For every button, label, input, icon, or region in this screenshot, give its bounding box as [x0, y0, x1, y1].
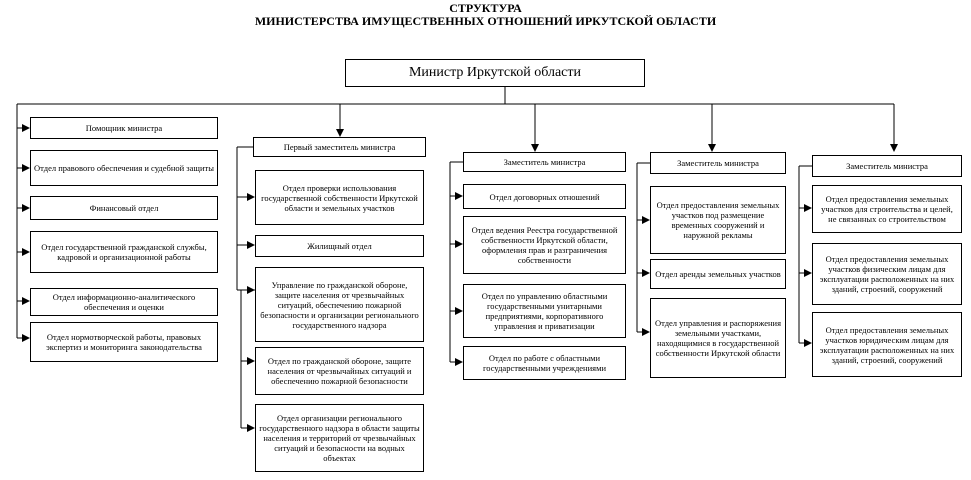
col5-label-3: Отдел предоставления земельных участков … [819, 324, 955, 365]
col1-label-4: Отдел государственной гражданской службы… [41, 242, 207, 262]
col4-label-3: Отдел управления и распоряжения земельны… [654, 318, 782, 358]
col2-label-4: Отдел по гражданской обороне, защите нас… [267, 356, 412, 386]
col3-head-box: Заместитель министра [463, 152, 626, 172]
col1-label-1: Помощник министра [85, 123, 163, 133]
col3-head-label: Заместитель министра [503, 157, 586, 167]
col3-box-1: Отдел договорных отношений [463, 184, 626, 209]
col1-box-1: Помощник министра [30, 117, 218, 139]
col1-box-3: Финансовый отдел [30, 196, 218, 220]
col4-head-label: Заместитель министра [677, 158, 759, 168]
col3-box-2: Отдел ведения Реестра государственной со… [463, 216, 626, 274]
col1-box-4: Отдел государственной гражданской службы… [30, 231, 218, 273]
col2-box-3: Управление по гражданской обороне, защит… [255, 267, 424, 342]
col4-head-box: Заместитель министра [650, 152, 786, 174]
col3-label-4: Отдел по работе с областными государстве… [483, 353, 606, 373]
col5-label-1: Отдел предоставления земельных участков … [821, 194, 953, 224]
col3-box-4: Отдел по работе с областными государстве… [463, 346, 626, 380]
col4-label-1: Отдел предоставления земельных участков … [656, 200, 780, 240]
col2-head-label: Первый заместитель министра [283, 142, 396, 152]
col3-label-1: Отдел договорных отношений [489, 191, 600, 202]
col4-box-3: Отдел управления и распоряжения земельны… [650, 298, 786, 378]
col5-box-1: Отдел предоставления земельных участков … [812, 185, 962, 233]
col1-label-3: Финансовый отдел [89, 203, 159, 213]
col2-head-box: Первый заместитель министра [253, 137, 426, 157]
minister-box: Министр Иркутской области [345, 59, 645, 87]
col1-box-6: Отдел нормотворческой работы, правовых э… [30, 322, 218, 362]
col2-label-2: Жилищный отдел [307, 241, 372, 251]
col5-head-box: Заместитель министра [812, 155, 962, 177]
col2-box-1: Отдел проверки использования государстве… [255, 170, 424, 225]
diagram-title: СТРУКТУРА МИНИСТЕРСТВА ИМУЩЕСТВЕННЫХ ОТН… [0, 2, 971, 28]
col3-label-3: Отдел по управлению областными государст… [481, 291, 608, 331]
col5-label-2: Отдел предоставления земельных участков … [819, 254, 955, 294]
col1-label-6: Отдел нормотворческой работы, правовых э… [46, 332, 202, 352]
title-line-1: СТРУКТУРА [449, 1, 522, 15]
col2-box-5: Отдел организации регионального государс… [255, 404, 424, 472]
title-line-2: МИНИСТЕРСТВА ИМУЩЕСТВЕННЫХ ОТНОШЕНИЙ ИРК… [254, 14, 717, 28]
col5-head-label: Заместитель министра [846, 161, 928, 171]
minister-label: Министр Иркутской области [408, 65, 582, 80]
col4-label-2: Отдел аренды земельных участков [655, 269, 781, 279]
col1-box-2: Отдел правового обеспечения и судебной з… [30, 150, 218, 186]
col3-box-3: Отдел по управлению областными государст… [463, 284, 626, 338]
col2-box-4: Отдел по гражданской обороне, защите нас… [255, 347, 424, 395]
col2-box-2: Жилищный отдел [255, 235, 424, 257]
col2-label-1: Отдел проверки использования государстве… [261, 182, 418, 213]
col4-box-1: Отдел предоставления земельных участков … [650, 186, 786, 254]
col1-label-2: Отдел правового обеспечения и судебной з… [34, 163, 214, 173]
col1-label-5: Отдел информационно-аналитического обесп… [52, 292, 196, 312]
col5-box-2: Отдел предоставления земельных участков … [812, 243, 962, 305]
col5-box-3: Отдел предоставления земельных участков … [812, 312, 962, 377]
col1-box-5: Отдел информационно-аналитического обесп… [30, 288, 218, 316]
col4-box-2: Отдел аренды земельных участков [650, 259, 786, 289]
col2-label-5: Отдел организации регионального государс… [259, 413, 420, 463]
col3-label-2: Отдел ведения Реестра государственной со… [471, 225, 618, 265]
col2-label-3: Управление по гражданской обороне, защит… [260, 279, 419, 330]
